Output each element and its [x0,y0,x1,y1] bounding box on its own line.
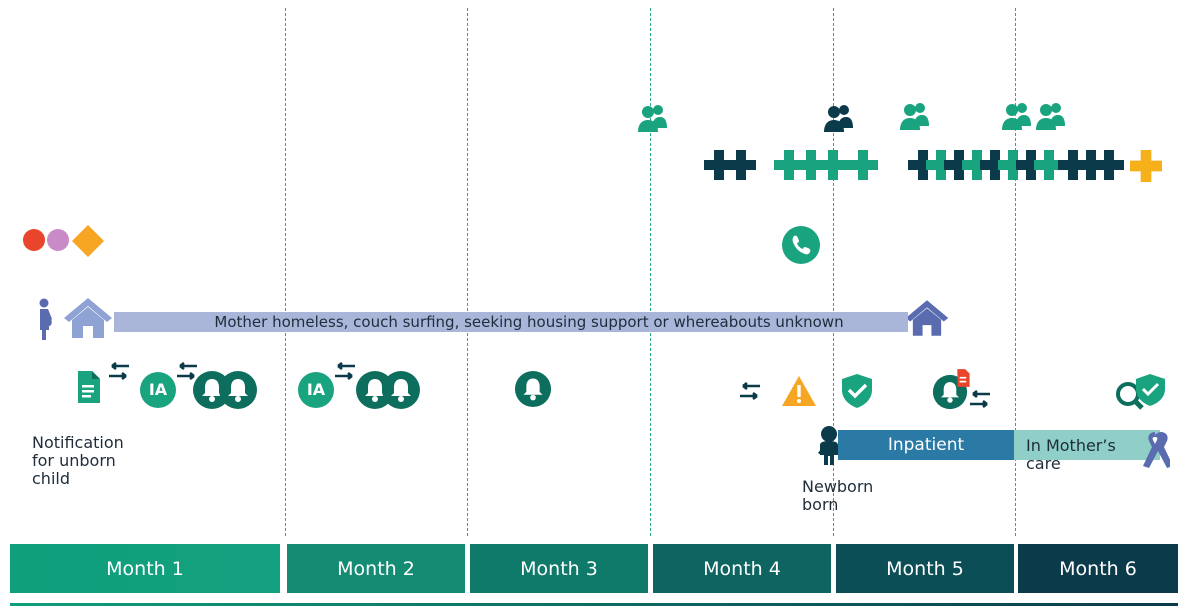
month-4-label: Month 4 [653,544,831,593]
bottom-rule [10,603,1178,606]
orange-diamond-icon [72,225,104,257]
bell-icon [514,370,552,408]
month-divider-2 [467,8,468,536]
exchange-arrows-icon [970,390,990,409]
housing-bar [114,312,908,332]
group-icon [824,105,853,132]
ia-badge [140,372,176,408]
group-icon [1036,103,1065,130]
shield-check-icon [842,374,872,408]
pregnant-woman-icon [39,298,52,340]
month-divider-4 [833,8,834,536]
bell-icon [193,371,231,409]
red-dot-icon [23,229,45,251]
group-icon [1002,103,1031,130]
bell-icon [356,371,394,409]
month-divider-5 [1015,8,1016,536]
month-divider-1 [285,8,286,536]
group-icon [638,105,667,132]
document-icon [957,369,970,387]
bell-icon [382,371,420,409]
inpatient-bar-label: Inpatient [887,435,965,455]
month-divider-3 [650,8,651,536]
ia-badge [298,372,334,408]
house-icon [64,298,112,338]
ia-badge-label: IA [306,380,326,399]
month-3-label: Month 3 [470,544,648,593]
exchange-arrows-icon [335,362,355,381]
bell-icon [219,371,257,409]
baby-icon [818,426,838,465]
ia-badge-label: IA [148,380,168,399]
month-5-label: Month 5 [836,544,1014,593]
exchange-arrows-icon [740,382,760,401]
month-1-label: Month 1 [10,544,280,593]
document-icon [78,371,100,403]
group-icon [900,103,929,130]
plus-chain [704,150,1162,182]
housing-bar-label: Mother homeless, couch surfing, seeking … [214,313,844,331]
phone-icon [782,226,820,264]
month-6-label: Month 6 [1018,544,1178,593]
inpatient-bar [838,430,1014,460]
pink-dot-icon [47,229,69,251]
house-icon [905,300,949,336]
newborn-annotation: Newborn born [802,477,874,514]
exchange-arrows-icon [177,362,197,381]
mothers-care-bar-label: In Mother’s care [1026,436,1116,473]
warning-icon [782,376,816,406]
search-check-icon [1116,374,1165,410]
ribbon-icon [1143,432,1170,468]
exchange-arrows-icon [109,362,129,381]
notification-annotation: Notification for unborn child [32,433,124,488]
month-2-label: Month 2 [287,544,465,593]
mothers-care-bar [1014,430,1160,460]
